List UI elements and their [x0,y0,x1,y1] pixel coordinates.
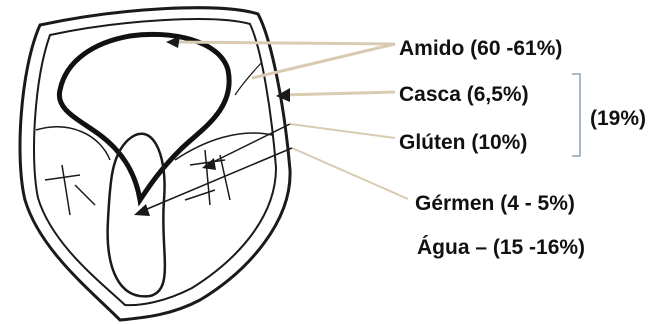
leader-line-germen [292,148,408,199]
leader-line-amido [172,42,395,44]
arrowhead-germen [134,204,150,216]
label-germen: Gérmen (4 - 5%) [415,193,575,214]
label-group-total: (19%) [590,108,646,129]
label-gluten: Glúten (10%) [399,132,527,153]
label-amido: Amido (60 -61%) [399,38,562,59]
shell-fold [235,62,262,95]
leader-line-gluten [290,124,395,138]
label-agua: Água – (15 -16%) [417,237,585,258]
leader-line-casca [282,92,395,95]
inner-shell [34,19,276,305]
aleurone-band [36,127,272,160]
hatch-marks-left [45,165,95,215]
arrowhead-gluten [202,158,216,170]
outer-shell [20,8,290,320]
starch-curve [59,34,229,200]
label-casca: Casca (6,5%) [399,84,529,105]
group-bracket [572,74,580,156]
leader-line-gluten-inner [205,124,290,166]
